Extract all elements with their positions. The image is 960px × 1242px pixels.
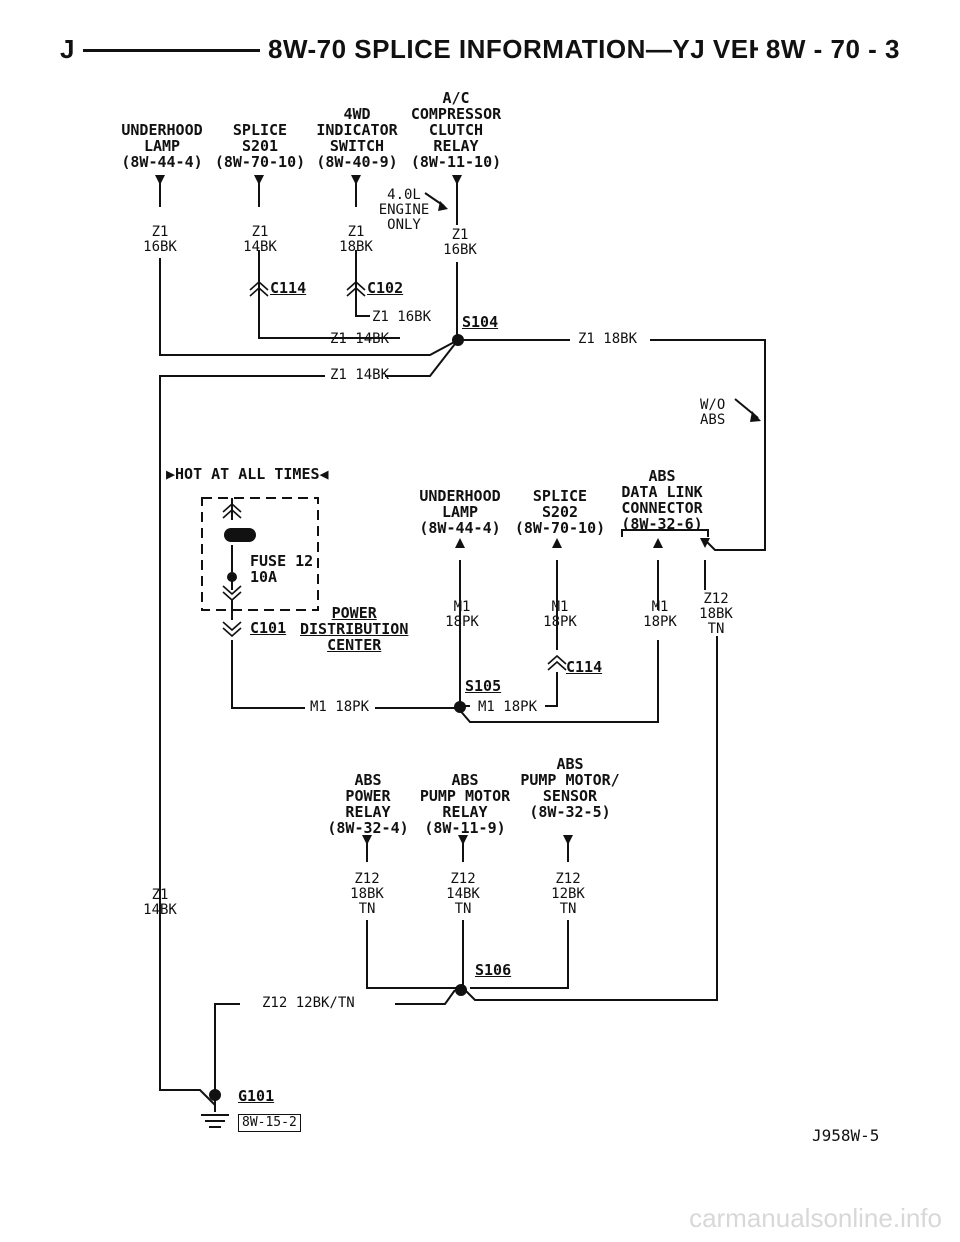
splice-s104: S104 <box>462 313 499 331</box>
wire-label: Z12 14BK TN <box>446 871 480 917</box>
figure-id: J958W-5 <box>812 1126 880 1145</box>
underhood-lamp-component: UNDERHOOD LAMP (8W-44-4) <box>121 121 203 171</box>
wire-label: Z12 12BK/TN <box>262 995 355 1011</box>
ground-g101: G101 <box>238 1087 275 1105</box>
splice-s106: S106 <box>475 961 512 979</box>
wire-label: M1 18PK <box>445 599 479 630</box>
page-header: J 8W-70 SPLICE INFORMATION—YJ VEHICLES 8… <box>60 34 900 65</box>
engine-note: 4.0L ENGINE ONLY <box>378 187 430 233</box>
watermark: carmanualsonline.info <box>689 1203 942 1233</box>
abs-data-link-connector-component: ABS DATA LINK CONNECTOR (8W-32-6) <box>621 467 703 533</box>
wire-label: Z1 14BK <box>243 224 277 255</box>
hot-at-all-times: ▶HOT AT ALL TIMES◀ <box>166 465 329 483</box>
connector-c114: C114 <box>566 658 603 676</box>
wire-label: Z1 18BK <box>339 224 373 255</box>
wire-label: Z12 12BK TN <box>551 871 585 917</box>
ac-compressor-clutch-relay-component: A/C COMPRESSOR CLUTCH RELAY (8W-11-10) <box>410 89 502 171</box>
splice-s202-component: SPLICE S202 (8W-70-10) <box>514 487 606 537</box>
wire-label: M1 18PK <box>543 599 577 630</box>
fuse-12-label: FUSE 12 10A <box>250 552 314 586</box>
wire-label: Z1 16BK <box>143 224 177 255</box>
abs-pump-motor-relay-component: ABS PUMP MOTOR RELAY (8W-11-9) <box>419 771 511 837</box>
wire-label: Z12 18BK TN <box>699 591 733 637</box>
connector-c114: C114 <box>270 279 307 297</box>
header-section-letter: J <box>60 34 83 65</box>
header-title: 8W-70 SPLICE INFORMATION—YJ VEHICLES <box>260 34 855 65</box>
splice-s105: S105 <box>465 677 502 695</box>
wire-label: Z1 14BK <box>330 367 390 383</box>
connector-c101: C101 <box>250 619 287 637</box>
wire-label: Z1 16BK <box>443 227 477 258</box>
connector-c102: C102 <box>367 279 404 297</box>
abs-pump-motor-sensor-component: ABS PUMP MOTOR/ SENSOR (8W-32-5) <box>520 755 620 821</box>
wire-label: Z12 18BK TN <box>350 871 384 917</box>
abs-power-relay-component: ABS POWER RELAY (8W-32-4) <box>327 771 409 837</box>
wo-abs-note: W/O ABS <box>700 397 726 428</box>
wire-label: Z1 14BK <box>143 887 177 918</box>
wire-label: M1 18PK <box>643 599 677 630</box>
wire-label: Z1 18BK <box>578 331 638 347</box>
splice-s201-component: SPLICE S201 (8W-70-10) <box>214 121 306 171</box>
wire-label: M1 18PK <box>310 699 370 715</box>
underhood-lamp-component: UNDERHOOD LAMP (8W-44-4) <box>419 487 501 537</box>
ground-reference-box: 8W-15-2 <box>238 1114 301 1132</box>
power-distribution-center: POWER DISTRIBUTION CENTER <box>300 604 409 654</box>
wire-label: M1 18PK <box>478 699 538 715</box>
4wd-indicator-switch-component: 4WD INDICATOR SWITCH (8W-40-9) <box>316 105 398 171</box>
wire-label: Z1 14BK <box>330 331 390 347</box>
header-page-number: 8W - 70 - 3 <box>757 34 900 65</box>
wire-label: Z1 16BK <box>372 309 432 325</box>
